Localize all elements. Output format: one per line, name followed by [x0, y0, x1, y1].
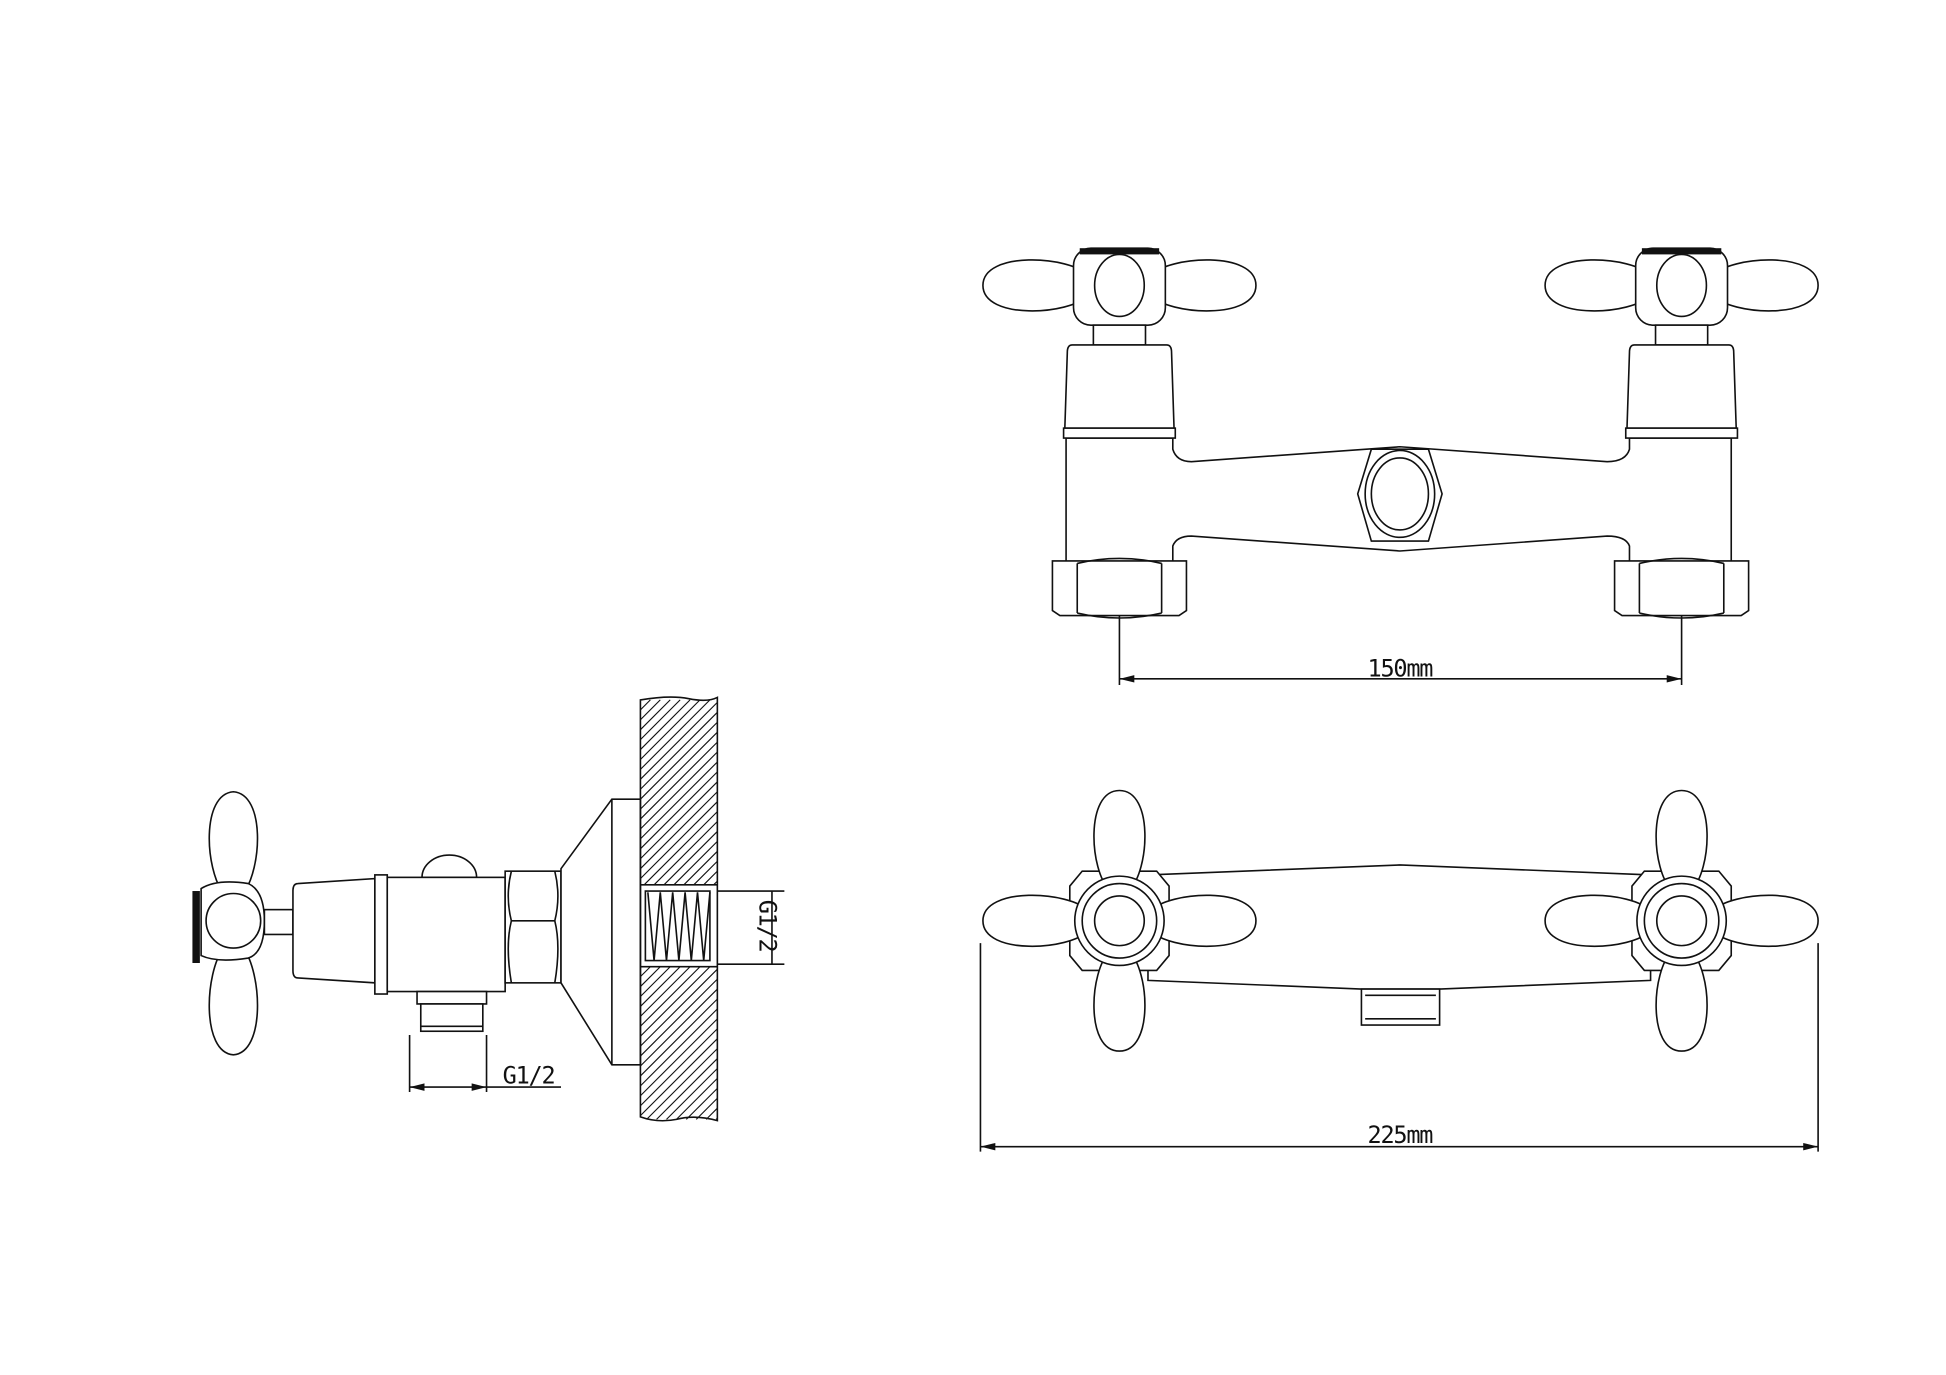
hatch-line	[695, 1097, 718, 1120]
dimension-225mm: 225mm	[1368, 1121, 1434, 1149]
hatch-line	[640, 699, 651, 711]
thread-spring	[647, 892, 711, 961]
hatch-line	[683, 850, 718, 886]
hatch-line	[653, 821, 718, 886]
hatch-line	[640, 966, 681, 1007]
hatch-line	[640, 968, 718, 1047]
outlet-thread-label: G1/2	[503, 1061, 555, 1089]
hatch-line	[640, 1008, 718, 1087]
hatch-line	[640, 966, 701, 1027]
hatch-line	[705, 1107, 718, 1120]
hatch-line	[640, 966, 671, 997]
hatch-line	[640, 781, 718, 860]
hatch-line	[640, 966, 661, 987]
hatch-line	[643, 811, 718, 886]
hatch-line	[640, 761, 718, 840]
hatch-line	[640, 751, 718, 830]
side-view: G1/2 G1/2	[192, 696, 785, 1122]
top-view: 225mm	[979, 789, 1819, 1152]
dimension-150mm: 150mm	[1368, 654, 1434, 682]
hatch-line	[640, 699, 711, 770]
hatch-line	[676, 1078, 718, 1120]
hatch-line	[640, 1028, 718, 1107]
hatch-line	[640, 988, 718, 1067]
hatch-line	[646, 1048, 718, 1120]
hatch-line	[703, 870, 718, 886]
hatch-line	[640, 966, 691, 1017]
hatch-line	[640, 998, 718, 1077]
wall-thread-label: G1/2	[754, 900, 782, 952]
hatch-line	[640, 791, 718, 870]
hatch-line	[640, 731, 718, 810]
hatch-line	[640, 711, 718, 790]
hatch-line	[640, 978, 718, 1057]
hatch-line	[656, 1058, 718, 1120]
right-valve-top	[1544, 789, 1819, 1052]
hatch-line	[640, 699, 661, 721]
hatch-line	[640, 701, 718, 780]
hatch-line	[640, 699, 681, 741]
hatch-line	[640, 741, 718, 820]
hatch-line	[693, 860, 718, 886]
hatch-line	[640, 721, 718, 800]
hatch-line	[640, 771, 718, 850]
wall-section-hatch	[640, 699, 718, 1120]
hatch-line	[685, 1087, 718, 1120]
hatch-line	[666, 1068, 718, 1120]
hatch-line	[640, 699, 671, 731]
hatch-line	[640, 801, 718, 880]
right-valve-front	[1545, 248, 1818, 618]
hatch-line	[640, 699, 701, 760]
hatch-line	[640, 966, 651, 978]
hatch-line	[640, 966, 711, 1037]
hatch-line	[663, 831, 718, 886]
hatch-line	[673, 840, 718, 886]
hatch-line	[640, 1018, 718, 1097]
left-valve-front	[983, 248, 1256, 618]
hatch-line	[640, 1038, 718, 1117]
hatch-line	[640, 699, 691, 750]
left-valve-top	[982, 789, 1257, 1052]
front-view: 150mm	[983, 248, 1818, 686]
